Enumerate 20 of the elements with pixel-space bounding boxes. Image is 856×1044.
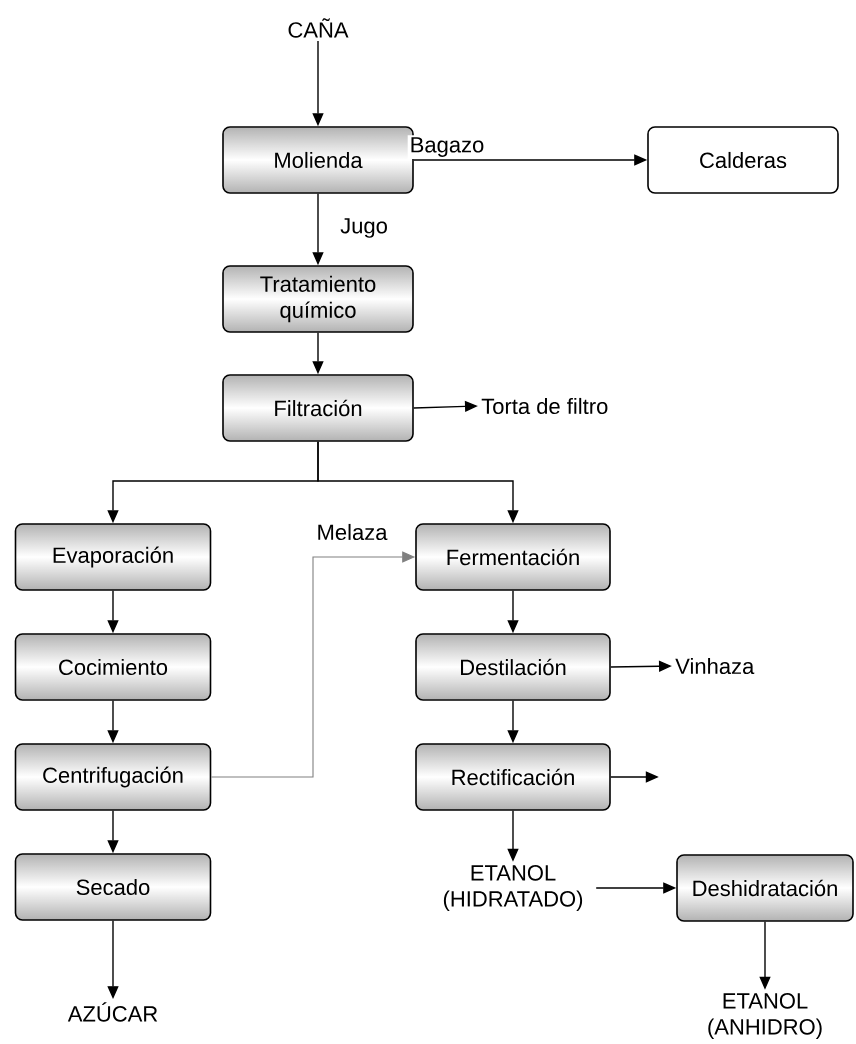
stream-label: Torta de filtro (481, 397, 608, 415)
process-box: Rectificación (415, 743, 611, 811)
process-box: Fermentación (415, 523, 611, 591)
process-box: Centrifugación (14, 743, 212, 811)
stream-label: AZÚCAR (67, 1002, 158, 1022)
process-box: Tratamiento químico (222, 265, 414, 333)
edge-label: Bagazo (407, 135, 487, 159)
edge-label: Melaza (314, 521, 390, 543)
process-box: Cocimiento (14, 633, 212, 701)
stream-label: Vinhaza (675, 657, 755, 675)
stream-label: ETANOL (ANHIDRO) (708, 993, 822, 1039)
process-box: Calderas (647, 126, 839, 194)
process-box: Destilación (415, 633, 611, 701)
process-box: Secado (14, 853, 212, 921)
process-box: Deshidratación (676, 854, 854, 922)
process-box: Evaporación (14, 523, 212, 591)
stream-label: ETANOL (HIDRATADO) (443, 865, 583, 911)
process-box: Filtración (222, 374, 414, 442)
edge-label: Jugo (338, 216, 390, 240)
stream-label: CAÑA (288, 18, 349, 38)
